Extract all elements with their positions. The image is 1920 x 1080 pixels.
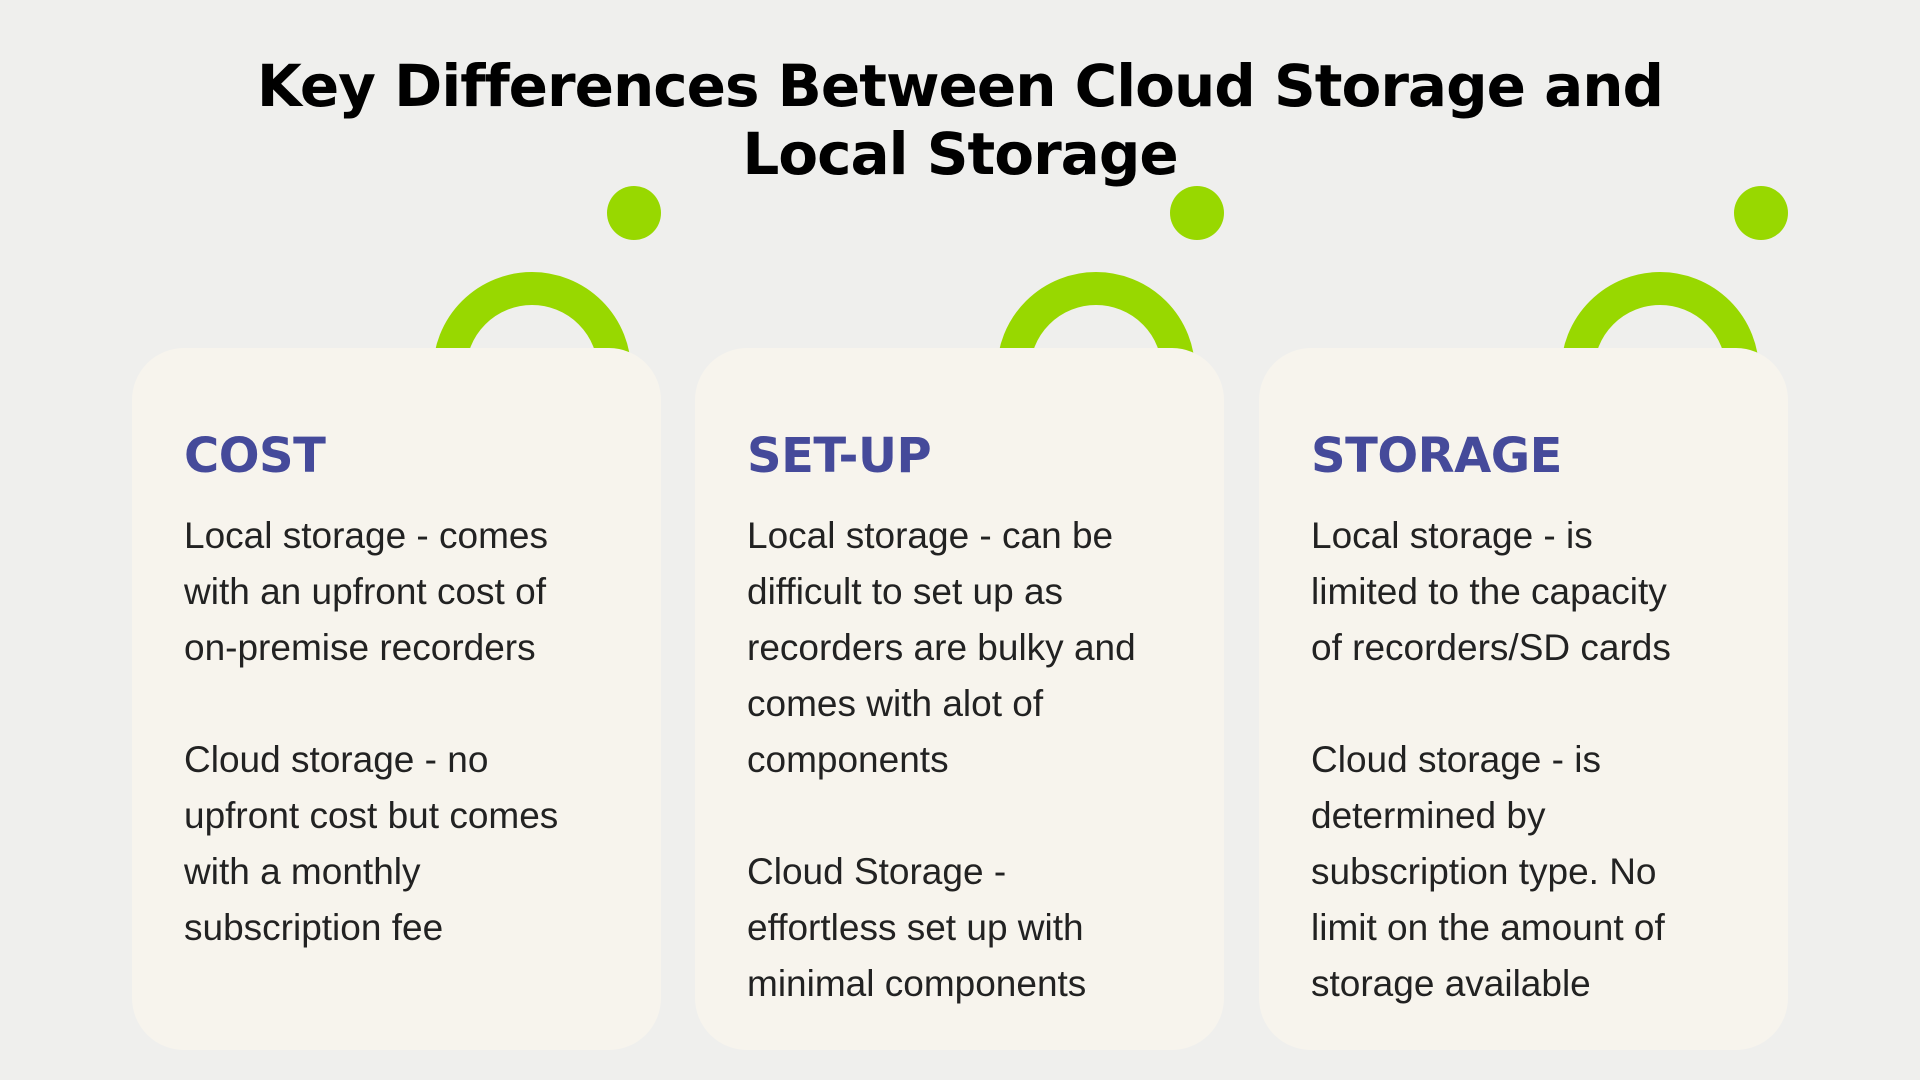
text-line: comes with alot of — [747, 683, 1044, 724]
card-cost: COST Local storage - comes with an upfro… — [132, 348, 661, 1050]
card-body: Local storage - is limited to the capaci… — [1311, 508, 1771, 1068]
title-line-2: Local Storage — [742, 120, 1178, 188]
text-line: storage available — [1311, 963, 1591, 1004]
card-storage: STORAGE Local storage - is limited to th… — [1259, 348, 1788, 1050]
text-line: subscription fee — [184, 907, 444, 948]
card-set-up: SET-UP Local storage - can be difficult … — [695, 348, 1224, 1050]
cloud-storage-paragraph: Cloud storage - no upfront cost but come… — [184, 732, 644, 956]
decorative-dot-icon — [607, 186, 661, 240]
text-line: minimal components — [747, 963, 1087, 1004]
page-title: Key Differences Between Cloud Storage an… — [0, 52, 1920, 188]
text-line: Cloud storage - no — [184, 739, 489, 780]
card-body: Local storage - can be difficult to set … — [747, 508, 1207, 1068]
text-line: upfront cost but comes — [184, 795, 559, 836]
text-line: effortless set up with — [747, 907, 1084, 948]
card-heading: COST — [184, 428, 326, 484]
local-storage-paragraph: Local storage - comes with an upfront co… — [184, 508, 644, 676]
text-line: on-premise recorders — [184, 627, 536, 668]
text-line: limit on the amount of — [1311, 907, 1665, 948]
card-heading: STORAGE — [1311, 428, 1562, 484]
text-line: components — [747, 739, 949, 780]
title-line-1: Key Differences Between Cloud Storage an… — [256, 52, 1664, 120]
text-line: of recorders/SD cards — [1311, 627, 1671, 668]
card-heading: SET-UP — [747, 428, 932, 484]
cloud-storage-paragraph: Cloud Storage - effortless set up with m… — [747, 844, 1207, 1012]
decorative-dot-icon — [1170, 186, 1224, 240]
local-storage-paragraph: Local storage - can be difficult to set … — [747, 508, 1207, 788]
text-line: with an upfront cost of — [184, 571, 546, 612]
text-line: difficult to set up as — [747, 571, 1064, 612]
local-storage-paragraph: Local storage - is limited to the capaci… — [1311, 508, 1771, 676]
text-line: subscription type. No — [1311, 851, 1657, 892]
text-line: Local storage - is — [1311, 515, 1593, 556]
text-line: limited to the capacity — [1311, 571, 1667, 612]
text-line: Cloud storage - is — [1311, 739, 1601, 780]
text-line: Cloud Storage - — [747, 851, 1007, 892]
cloud-storage-paragraph: Cloud storage - is determined by subscri… — [1311, 732, 1771, 1012]
text-line: recorders are bulky and — [747, 627, 1136, 668]
text-line: determined by — [1311, 795, 1546, 836]
decorative-dot-icon — [1734, 186, 1788, 240]
text-line: with a monthly — [184, 851, 421, 892]
text-line: Local storage - comes — [184, 515, 549, 556]
text-line: Local storage - can be — [747, 515, 1114, 556]
card-body: Local storage - comes with an upfront co… — [184, 508, 644, 1012]
